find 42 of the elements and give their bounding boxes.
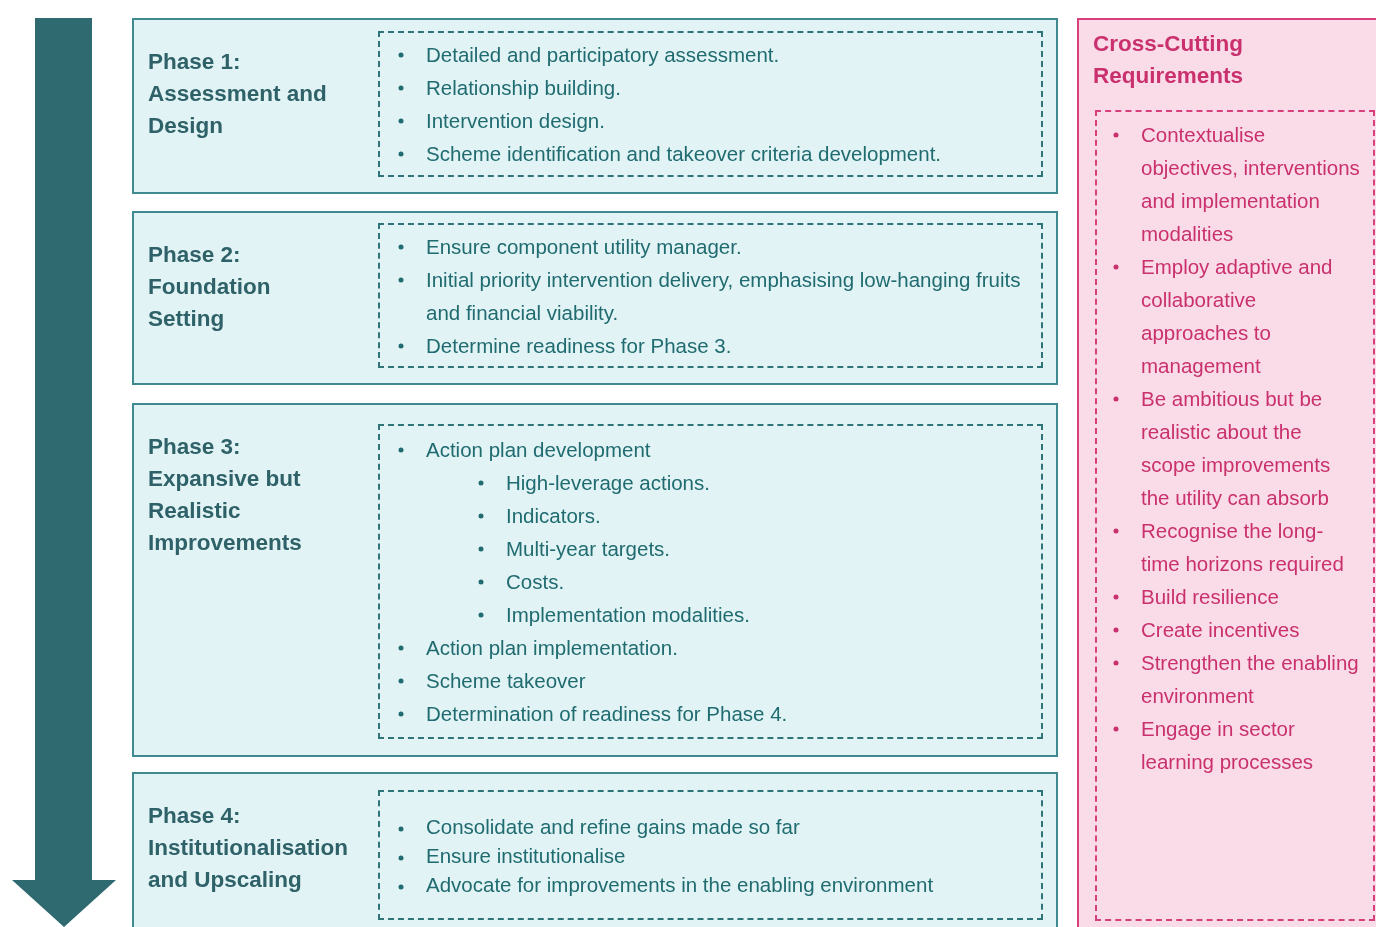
dashed-list-box: [1095, 110, 1375, 921]
bullet-item: Strengthen the enabling environment: [1141, 651, 1359, 707]
panel-heading: Phase 2: Foundation Setting: [148, 241, 272, 333]
bullet-item: Engage in sector learning processes: [1141, 717, 1314, 773]
bullet-item: Action plan development: [426, 438, 651, 461]
phase-panel: [132, 403, 1058, 757]
bullet-item: Multi-year targets.: [506, 537, 671, 560]
bullet-item: Contextualise objectives, interventions and implementation modalities: [1141, 123, 1360, 245]
bullet-item: Consolidate and refine gains made so far: [426, 814, 800, 838]
bullet-item: High-leverage actions.: [506, 471, 710, 494]
bullet-item: Create incentives: [1141, 618, 1300, 641]
bullet-item: Indicators.: [506, 504, 601, 527]
panel-heading: Phase 1: Assessment and Design: [148, 48, 328, 140]
dashed-list-box: [378, 31, 1043, 177]
panel-heading: Cross-Cutting Requirements: [1093, 30, 1245, 90]
bullet-item: Determine readiness for Phase 3.: [426, 333, 732, 357]
bullet-item: Recognise the long-time horizons required: [1141, 519, 1344, 575]
bullet-item: Action plan implementation.: [426, 636, 678, 659]
bullet-item: Be ambitious but be realistic about the scope improvements the utility can absorb: [1141, 387, 1331, 509]
panel-heading: Phase 3: Expansive but Realistic Improvements: [148, 433, 303, 557]
bullet-item: Detailed and participatory assessment.: [426, 43, 780, 66]
bullet-item: Intervention design.: [426, 109, 605, 132]
bullet-item: Scheme identification and takeover criteria development.: [426, 142, 942, 165]
bullet-item: Employ adaptive and collaborative approaches to management: [1141, 255, 1333, 377]
bullet-item: Advocate for improvements in the enabling environment: [426, 872, 934, 896]
phase-panel: [1077, 18, 1376, 927]
dashed-list-box: [378, 790, 1043, 920]
phase-panel: [132, 211, 1058, 385]
bullet-item: Determination of readiness for Phase 4.: [426, 702, 788, 725]
bullet-item: Initial priority intervention delivery, emphasising low-hanging fruits and financial viability.: [426, 267, 1021, 324]
bullet-item: Build resilience: [1141, 585, 1279, 608]
bullet-item: Scheme takeover: [426, 669, 586, 692]
phase-panel: [132, 772, 1058, 927]
bullet-item: Ensure component utility manager.: [426, 234, 742, 258]
phase-panel: [132, 18, 1058, 194]
bullet-item: Ensure institutionalise: [426, 843, 626, 867]
bullet-item: Costs.: [506, 570, 565, 593]
bullet-item: Implementation modalities.: [506, 603, 750, 626]
bullet-item: Relationship building.: [426, 76, 621, 99]
dashed-list-box: [378, 424, 1043, 739]
panel-heading: Phase 4: Institutionalisation and Upscaling: [148, 802, 349, 894]
dashed-list-box: [378, 223, 1043, 368]
